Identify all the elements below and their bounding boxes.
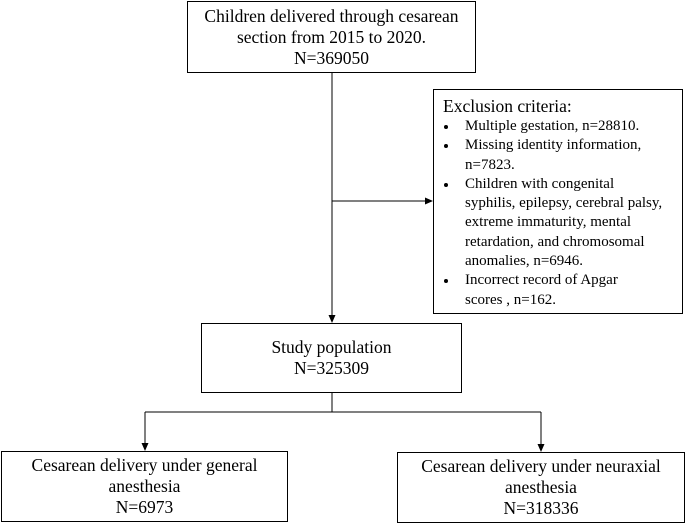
source-population-box: Children delivered through cesarean sect… bbox=[187, 1, 476, 73]
exclusion-item-text: n=7823. bbox=[465, 156, 515, 173]
exclusion-list: Multiple gestation, n=28810. Missing ide… bbox=[443, 117, 662, 310]
exclusion-item-text: Children with congenital bbox=[465, 175, 615, 192]
study-title: Study population bbox=[271, 337, 392, 357]
exclusion-item: Missing identity information, n=7823. bbox=[443, 136, 662, 175]
exclusion-item-text: extreme immaturity, mental bbox=[465, 214, 632, 231]
neuraxial-line-2: anesthesia bbox=[505, 477, 577, 497]
bullet-icon bbox=[444, 144, 448, 149]
exclusion-title: Exclusion criteria: bbox=[443, 96, 572, 116]
general-line-1: Cesarean delivery under general bbox=[31, 455, 258, 475]
exclusion-criteria-box: Exclusion criteria: Multiple gestation, … bbox=[433, 89, 683, 314]
study-count: N=325309 bbox=[293, 358, 369, 378]
source-count: N=369050 bbox=[293, 47, 369, 68]
exclusion-item: Multiple gestation, n=28810. bbox=[443, 117, 662, 136]
general-anesthesia-box: Cesarean delivery under general anesthes… bbox=[1, 451, 288, 522]
neuraxial-line-1: Cesarean delivery under neuraxial bbox=[421, 456, 661, 476]
neuraxial-anesthesia-box: Cesarean delivery under neuraxial anesth… bbox=[397, 452, 685, 523]
exclusion-item-text: Incorrect record of Apgar bbox=[465, 272, 618, 289]
neuraxial-count: N=318336 bbox=[503, 498, 579, 518]
exclusion-item-text: Multiple gestation, n=28810. bbox=[465, 118, 640, 134]
exclusion-item-text: anomalies, n=6946. bbox=[465, 253, 584, 270]
exclusion-item-text: scores , n=162. bbox=[465, 291, 556, 308]
exclusion-item-text: retardation, and chromosomal bbox=[465, 233, 645, 250]
general-line-2: anesthesia bbox=[108, 476, 181, 496]
exclusion-item: Children with congenital syphilis, epile… bbox=[443, 175, 662, 271]
bullet-icon bbox=[444, 125, 448, 129]
bullet-icon bbox=[444, 182, 448, 187]
source-line-2: section from 2015 to 2020. bbox=[236, 26, 427, 47]
exclusion-item-text: syphilis, epilepsy, cerebral palsy, bbox=[465, 195, 663, 212]
source-line-1: Children delivered through cesarean bbox=[204, 5, 459, 26]
exclusion-item: Incorrect record of Apgar scores , n=162… bbox=[443, 271, 662, 310]
general-count: N=6973 bbox=[115, 497, 174, 517]
bullet-icon bbox=[444, 279, 448, 284]
exclusion-item-text: Missing identity information, bbox=[465, 137, 642, 154]
study-population-box: Study population N=325309 bbox=[201, 323, 462, 393]
